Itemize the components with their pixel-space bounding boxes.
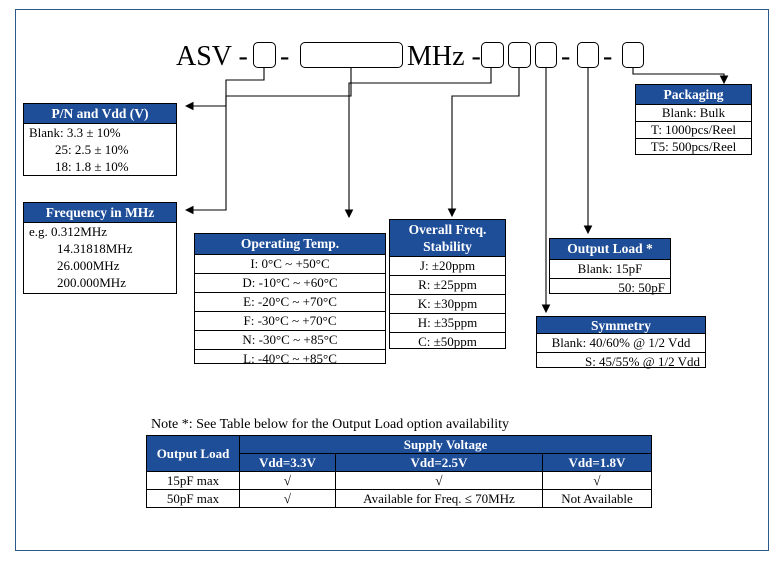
slot-load — [577, 42, 599, 68]
cell: √ — [239, 471, 336, 490]
cell: 50pF max — [146, 489, 240, 508]
packaging-row: T5: 500pcs/Reel — [636, 138, 751, 155]
output-load-availability-table: Output Load Supply Voltage Vdd=3.3V Vdd=… — [146, 435, 652, 508]
table-row: 15pF max √ √ √ — [146, 471, 652, 490]
stability-row: C: ±50ppm — [390, 332, 505, 351]
col-vdd: Vdd=1.8V — [542, 453, 652, 472]
packaging-row: T: 1000pcs/Reel — [636, 121, 751, 138]
cell: Available for Freq. ≤ 70MHz — [335, 489, 543, 508]
stability-row: R: ±25ppm — [390, 275, 505, 294]
output-load-table: Output Load * Blank: 15pF 50: 50pF — [549, 238, 671, 297]
slot-packaging — [622, 42, 644, 68]
packaging-row: Blank: Bulk — [636, 104, 751, 121]
frequency-row: e.g. 0.312MHz — [24, 222, 176, 240]
pn-dash: - — [561, 41, 571, 72]
pn-vdd-title: P/N and Vdd (V) — [24, 104, 176, 123]
diagram-frame — [15, 9, 769, 551]
cell: √ — [542, 471, 652, 490]
stability-title-line2: Stability — [423, 239, 472, 254]
packaging-title: Packaging — [636, 85, 751, 104]
frequency-table: Frequency in MHz e.g. 0.312MHz 14.31818M… — [23, 202, 177, 294]
pn-prefix: ASV - — [176, 41, 248, 72]
symmetry-table: Symmetry Blank: 40/60% @ 1/2 Vdd S: 45/5… — [536, 316, 706, 371]
col-vdd: Vdd=3.3V — [239, 453, 336, 472]
operating-temp-row: E: -20°C ~ +70°C — [195, 292, 385, 311]
frequency-row: 26.000MHz — [57, 258, 120, 273]
pn-dash: - — [280, 41, 290, 72]
symmetry-title: Symmetry — [537, 317, 705, 333]
cell: √ — [335, 471, 543, 490]
stability-row: K: ±30ppm — [390, 294, 505, 313]
frequency-row: 200.000MHz — [57, 275, 126, 290]
slot-symmetry — [535, 42, 557, 68]
table-row: 50pF max √ Available for Freq. ≤ 70MHz N… — [146, 489, 652, 508]
stability-row: J: ±20ppm — [390, 256, 505, 275]
pn-vdd-row: Blank: 3.3 ± 10% — [24, 123, 176, 141]
slot-frequency — [300, 42, 403, 68]
note-text: Note *: See Table below for the Output L… — [151, 417, 510, 432]
pn-vdd-row: 18: 1.8 ± 10% — [55, 159, 129, 174]
operating-temp-row: I: 0°C ~ +50°C — [195, 254, 385, 273]
frequency-title: Frequency in MHz — [24, 203, 176, 222]
operating-temp-row: F: -30°C ~ +70°C — [195, 311, 385, 330]
operating-temp-row: N: -30°C ~ +85°C — [195, 330, 385, 349]
col-vdd: Vdd=2.5V — [335, 453, 543, 472]
symmetry-row: Blank: 40/60% @ 1/2 Vdd — [537, 333, 705, 352]
operating-temp-row: L: -40°C ~ +85°C — [195, 349, 385, 368]
pn-vdd-row: 25: 2.5 ± 10% — [55, 142, 129, 157]
output-load-title: Output Load * — [550, 239, 670, 259]
slot-vdd — [253, 42, 276, 68]
col-supply-voltage: Supply Voltage — [239, 435, 652, 454]
cell: 15pF max — [146, 471, 240, 490]
cell: Not Available — [542, 489, 652, 508]
cell: √ — [239, 489, 336, 508]
stability-table: Overall Freq. Stability J: ±20ppm R: ±25… — [389, 219, 506, 349]
slot-stability — [508, 42, 531, 68]
slot-temp — [481, 42, 504, 68]
pn-dash: - — [603, 41, 613, 72]
pn-mhz: MHz - — [407, 41, 481, 72]
operating-temp-title: Operating Temp. — [195, 234, 385, 254]
col-output-load: Output Load — [146, 435, 240, 472]
stability-title-line1: Overall Freq. — [408, 222, 487, 237]
frequency-row: 14.31818MHz — [57, 241, 133, 256]
output-load-row: 50: 50pF — [550, 278, 670, 297]
operating-temp-table: Operating Temp. I: 0°C ~ +50°C D: -10°C … — [194, 233, 386, 366]
operating-temp-row: D: -10°C ~ +60°C — [195, 273, 385, 292]
pn-vdd-table: P/N and Vdd (V) Blank: 3.3 ± 10% 25: 2.5… — [23, 103, 177, 176]
packaging-table: Packaging Blank: Bulk T: 1000pcs/Reel T5… — [635, 84, 752, 155]
stability-title: Overall Freq. Stability — [390, 220, 505, 256]
output-load-row: Blank: 15pF — [550, 259, 670, 278]
stability-row: H: ±35ppm — [390, 313, 505, 332]
symmetry-row: S: 45/55% @ 1/2 Vdd — [537, 352, 705, 371]
